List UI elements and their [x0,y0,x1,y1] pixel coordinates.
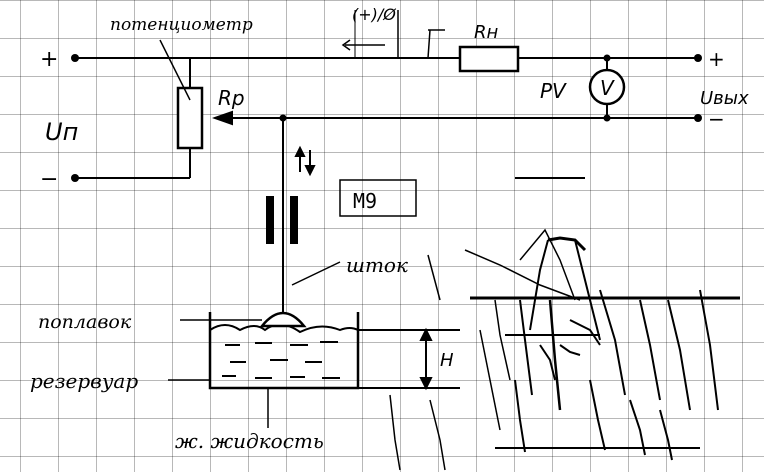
potentiometer-leader [159,39,191,101]
label-leaders [168,254,441,428]
shtok-label: шток [346,253,408,277]
junction-rod [279,114,287,122]
m9-label: М9 [353,189,377,213]
uout-label: Uвых [700,88,749,109]
terminal-top-left [71,54,79,62]
m9-box [339,179,417,217]
minus-left-label: − [40,167,58,192]
rn-label: Rн [474,22,499,43]
junction-voltmeter-bottom [603,114,611,122]
poplavok-label: поплавок [38,311,132,333]
level-label: H [440,350,454,371]
level-indicator [358,327,460,391]
updown-arrows-icon [294,145,316,177]
terminal-top-right [694,54,702,62]
rod-plates [266,196,298,244]
liquid-dashes [222,341,340,379]
terminal-bottom-left [71,174,79,182]
junction-voltmeter-top [603,54,611,62]
terminals [71,54,702,182]
plus-left-label: + [40,47,58,72]
float-shape [259,311,307,328]
terminal-bottom-right [694,114,702,122]
voltmeter: V [588,68,626,106]
zhidkost-label: ж. жидкость [175,429,324,453]
un-label: Uп [45,118,78,146]
plus-right-label: + [708,47,725,71]
background-sketch [389,177,740,471]
top-note-label: (+)/Ø [352,5,396,24]
potentiometer-resistor [176,86,204,150]
rp-label: Rp [218,86,245,110]
rezervuar-label: резервуар [30,369,138,393]
load-resistor [458,45,520,73]
pv-label: PV [540,79,567,103]
potentiometer-label: потенциометр [110,15,253,35]
voltmeter-label: V [600,76,615,100]
minus-right-label: − [708,107,725,131]
wiper-arrow-icon [211,110,233,126]
